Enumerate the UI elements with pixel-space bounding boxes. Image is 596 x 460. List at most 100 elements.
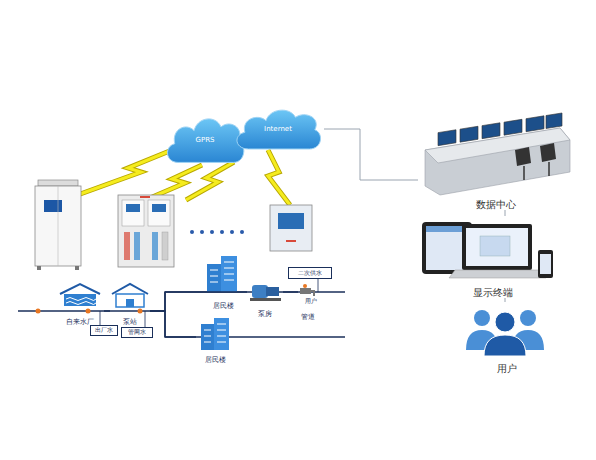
dot <box>240 230 244 234</box>
control-console <box>425 113 570 195</box>
user-head <box>495 312 515 332</box>
network-link <box>324 129 418 180</box>
user-head <box>474 310 490 326</box>
console-monitor <box>546 113 562 129</box>
water-pipe <box>150 292 247 311</box>
water-plant: 自来水厂 <box>56 283 104 326</box>
faucet-spout <box>311 290 315 296</box>
panel-body <box>118 195 174 267</box>
chair-leg <box>523 166 525 180</box>
network-link <box>505 210 506 216</box>
panel-tube <box>134 232 140 260</box>
bolt-outline <box>186 162 234 200</box>
pipe-label: 管道 <box>301 314 315 321</box>
tablet-screen <box>426 226 468 270</box>
console-monitor <box>526 116 544 132</box>
cloud-outline <box>237 110 321 149</box>
bolt <box>186 162 234 200</box>
console-body <box>425 128 570 195</box>
windows <box>204 324 226 342</box>
dot <box>190 230 194 234</box>
bolt <box>268 150 290 205</box>
network-link <box>505 298 506 302</box>
phone <box>538 250 553 278</box>
residential-building <box>201 318 229 350</box>
faucet-handle <box>303 284 307 288</box>
dot <box>230 230 234 234</box>
roof <box>112 284 148 294</box>
dot <box>210 230 214 234</box>
panel-screen <box>152 204 166 212</box>
node-label: 居民楼 <box>213 303 234 310</box>
roof <box>60 284 100 294</box>
user-group: 用户 <box>455 302 559 374</box>
phone-screen <box>540 254 551 274</box>
pump-room: 泵房 <box>247 278 283 318</box>
cloud-node: Internet <box>232 104 324 154</box>
residential-building: 居民楼 <box>196 315 234 364</box>
cloud-label: GPRS <box>196 136 215 144</box>
laptop-window <box>480 236 510 256</box>
cabinet-door <box>58 186 59 266</box>
panel-module <box>122 200 144 226</box>
leader-line <box>100 311 101 325</box>
water-wave <box>66 302 96 305</box>
data-center: 数据中心 <box>418 100 573 210</box>
pump-station-icon <box>112 284 148 307</box>
leader-line <box>318 279 319 292</box>
cabinet-body <box>35 186 81 266</box>
ellipsis-dots <box>190 230 244 234</box>
console-monitor <box>504 119 522 135</box>
tag-box: 管网水 <box>121 327 153 338</box>
users-icon <box>466 310 544 356</box>
user-head <box>520 310 536 326</box>
bolt <box>72 150 172 197</box>
faucet-body <box>300 288 311 294</box>
cabinet-screen <box>44 200 62 212</box>
water-pipe <box>104 310 110 312</box>
cabinet-leg <box>37 266 41 270</box>
residential-building: 居民楼 <box>203 254 243 310</box>
pump-station: 泵站 <box>110 283 150 326</box>
panel-tube <box>124 232 130 260</box>
building <box>214 318 229 350</box>
valve-dot <box>138 309 143 314</box>
pump-base <box>250 298 281 301</box>
water-pipe <box>150 311 196 337</box>
node-label: 泵房 <box>258 311 272 318</box>
console-monitor <box>438 130 456 146</box>
monitor-device <box>270 205 312 251</box>
building <box>201 324 214 350</box>
analyzer-panel <box>118 195 174 267</box>
node-label: 泵站 <box>123 319 137 326</box>
cloud-node: GPRS <box>163 112 247 168</box>
water-plant-icon <box>60 284 100 306</box>
node-label: 显示终端 <box>473 287 513 299</box>
panel-module <box>148 200 170 226</box>
node-label: 出厂水 <box>95 327 113 334</box>
panel-logo <box>140 196 150 198</box>
analyzer-cabinet <box>35 180 81 270</box>
plant-body <box>64 294 96 306</box>
device-screen <box>278 213 304 229</box>
node-label: 用户 <box>497 363 517 375</box>
tablet-bar <box>426 226 468 232</box>
chair <box>540 143 556 162</box>
bolt-outline <box>268 150 290 205</box>
residential-building <box>207 256 237 292</box>
user-tap: 用户 <box>298 282 324 305</box>
node-label: 管网水 <box>128 329 146 336</box>
pump-motor <box>266 287 279 296</box>
pump-body <box>252 285 268 298</box>
tag-box: 二次供水 <box>288 267 332 279</box>
water-wave <box>66 298 96 301</box>
terminal-devices <box>422 222 553 278</box>
cloud-label: Internet <box>264 125 292 133</box>
station-body <box>116 294 144 307</box>
valve-dot <box>86 309 91 314</box>
building <box>207 264 221 292</box>
device-logo <box>286 240 296 242</box>
console-monitor <box>482 123 500 139</box>
